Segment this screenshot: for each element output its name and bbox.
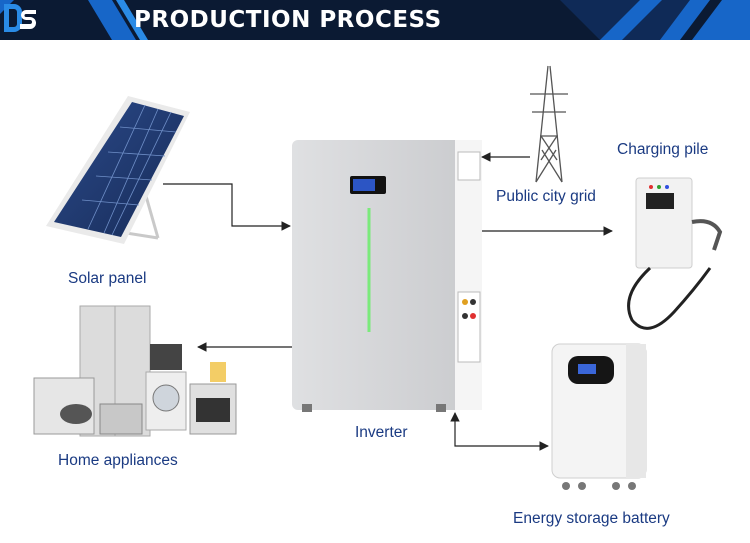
label-energy-storage-battery: Energy storage battery: [513, 510, 670, 527]
energy-storage-battery-image: [551, 343, 647, 490]
solar-panel-image: [46, 96, 190, 244]
inverter-image: [292, 140, 482, 412]
label-charging-pile: Charging pile: [617, 141, 709, 158]
label-inverter: Inverter: [355, 424, 408, 441]
power-tower-image: [530, 65, 568, 183]
charging-pile-image: [627, 177, 723, 330]
brand-logo-icon: [4, 4, 36, 32]
banner-background: [0, 0, 750, 40]
label-public-city-grid: Public city grid: [496, 188, 596, 205]
page-title: PRODUCTION PROCESS: [134, 7, 442, 33]
header-banner: PRODUCTION PROCESS: [0, 0, 750, 40]
label-home-appliances: Home appliances: [58, 452, 178, 469]
flow-arrows: [163, 152, 613, 451]
label-solar-panel: Solar panel: [68, 270, 147, 287]
arrow-inverter-battery-link: [450, 412, 549, 451]
arrow-solar-to-inverter: [163, 183, 291, 231]
home-appliances-image: [33, 305, 237, 437]
